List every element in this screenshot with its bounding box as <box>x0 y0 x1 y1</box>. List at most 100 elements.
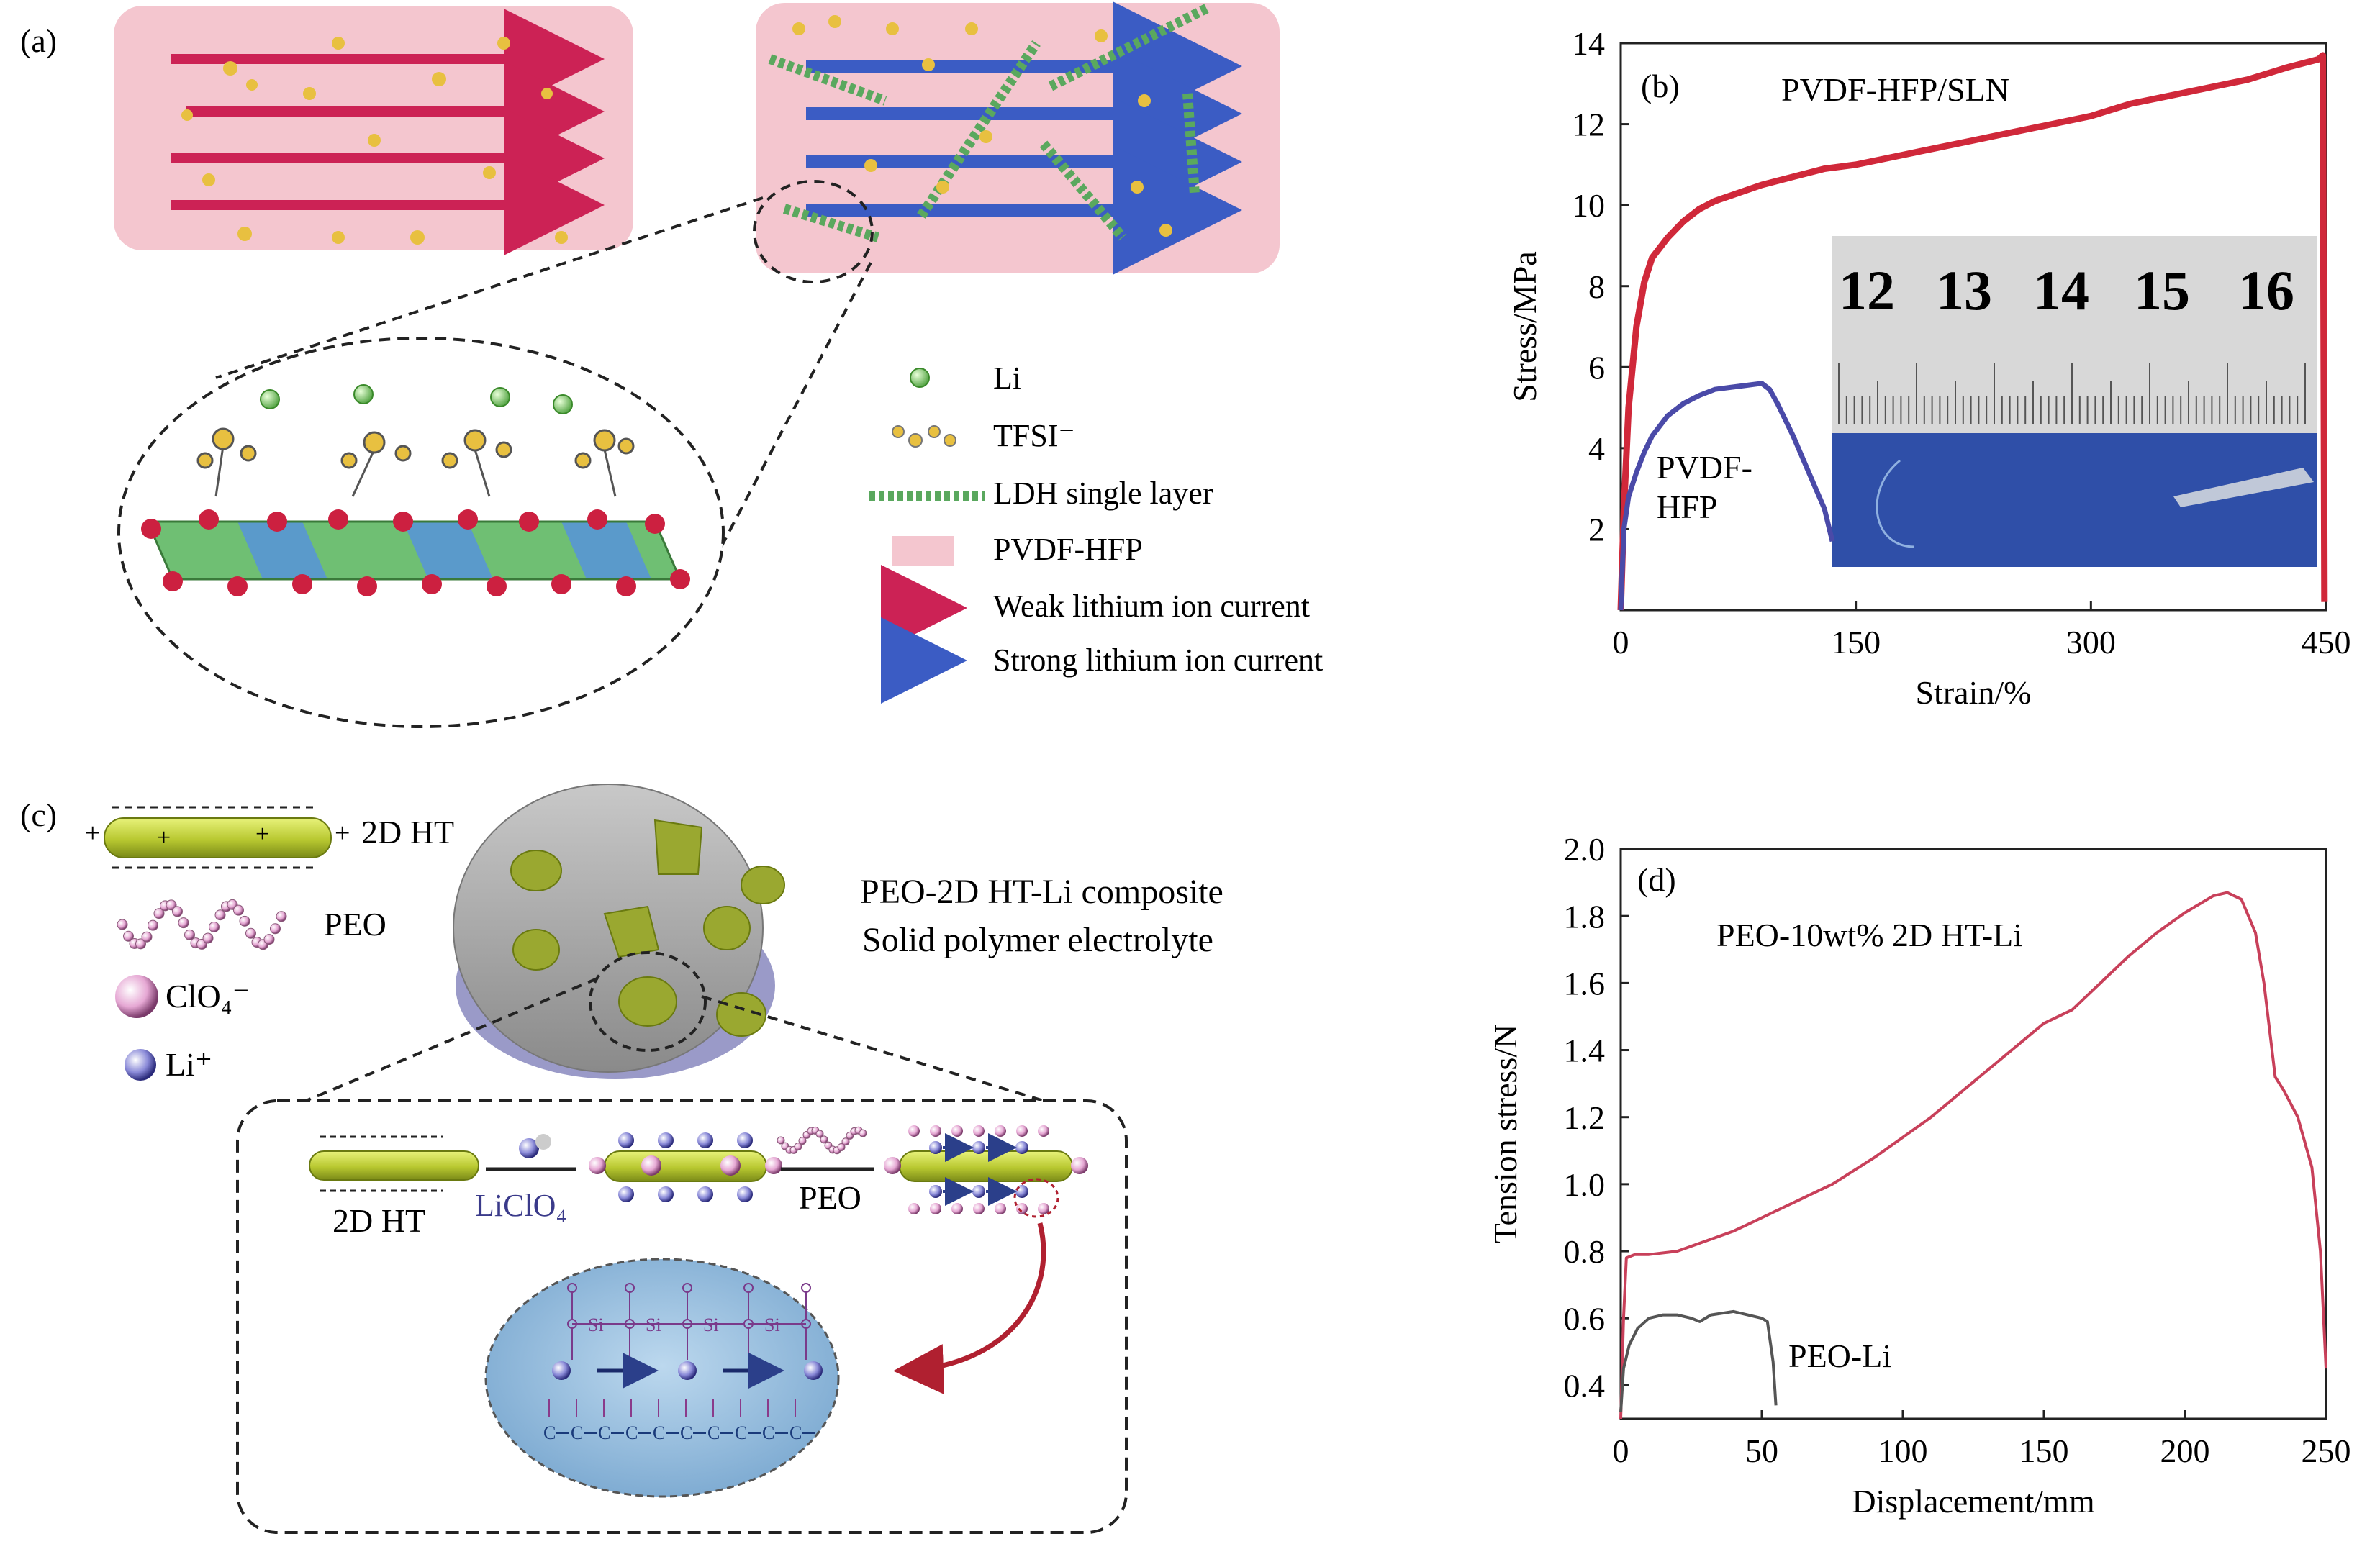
x-tick-label-d-5: 250 <box>2302 1432 2351 1469</box>
process-peo-chain-icon <box>777 1126 867 1155</box>
peo-legend-bead-26 <box>276 911 287 922</box>
ruler-photo-sample-edge <box>1876 459 1915 548</box>
y-tick-label-d-4: 1.2 <box>1564 1099 1606 1136</box>
carbon-atom-7: C <box>735 1422 747 1443</box>
annotation-d-0: PEO-10wt% 2D HT-Li <box>1716 917 2022 953</box>
y-tick-label-d-5: 1.4 <box>1564 1032 1606 1069</box>
oxygen-top-4 <box>801 1283 811 1293</box>
carbon-atom-0: C <box>543 1422 556 1443</box>
legend-c-peo: PEO <box>324 906 386 943</box>
carbon-atom-6: C <box>707 1422 720 1443</box>
li-ions-oval <box>260 384 573 414</box>
ruler-photo-clamp <box>2173 468 2314 507</box>
ruler-number-12: 12 <box>1839 259 1895 322</box>
oxygen-top-3 <box>743 1283 754 1293</box>
clo4-ball-icon <box>115 975 158 1018</box>
legend-a-weak: Weak lithium ion current <box>993 589 1310 624</box>
carbon-atom-5: C <box>680 1422 692 1443</box>
annotation-b-0: PVDF-HFP/SLN <box>1781 71 2009 108</box>
series-line-d-1 <box>1619 1309 1778 1412</box>
y-tick-label-d-2: 0.8 <box>1564 1233 1606 1270</box>
panel-c: (c) ++ ++ 2D HT PEO ClO₄⁻ Li⁺ <box>20 784 1223 1534</box>
licl04-pair-icon <box>519 1134 551 1158</box>
zoom-line-c-left <box>305 977 598 1102</box>
pvdf-film-right <box>756 3 1280 273</box>
x-tick-label-b-3: 450 <box>2302 624 2351 660</box>
composite-disk <box>453 784 785 1079</box>
carbon-atom-8: C <box>762 1422 774 1443</box>
peo-legend-bead-21 <box>245 927 256 939</box>
peo-legend-bead-15 <box>209 921 220 932</box>
li-ball-icon <box>125 1049 156 1081</box>
carbon-atom-2: C <box>598 1422 610 1443</box>
li-dot-icon <box>910 368 930 388</box>
process-ht-rod <box>309 1135 479 1192</box>
pvdf-swatch-icon <box>892 536 954 566</box>
legend-c-clo4: ClO₄⁻ <box>166 978 250 1014</box>
series-line-b-1 <box>1618 381 1835 611</box>
ruler-number-15: 15 <box>2134 259 2190 322</box>
ht-rod-icon: ++ ++ <box>85 806 350 869</box>
composite-title-line2: Solid polymer electrolyte <box>862 921 1213 959</box>
peo-process-bead-9 <box>815 1130 824 1138</box>
peo-legend-bead-16 <box>214 909 226 921</box>
y-tick-label-b-6: 14 <box>1572 25 1605 62</box>
plot-frame-d <box>1619 848 2327 1420</box>
peo-legend-bead-19 <box>233 904 244 916</box>
composite-title-line1: PEO-2D HT-Li composite <box>860 873 1223 911</box>
y-tick-label-d-6: 1.6 <box>1564 965 1606 1002</box>
peo-legend-bead-11 <box>184 929 195 940</box>
carbon-atom-3: C <box>625 1422 638 1443</box>
carbon-atom-9: C <box>789 1422 802 1443</box>
y-tick-label-d-1: 0.6 <box>1564 1300 1606 1337</box>
x-tick-label-b-2: 300 <box>2066 624 2116 660</box>
peo-chain-icon <box>117 899 287 950</box>
peo-legend-bead-6 <box>153 908 165 919</box>
panel-a: (a) <box>20 1 1323 728</box>
panel-a-label: (a) <box>20 22 57 59</box>
zoom-line-left <box>215 196 764 379</box>
zoom-circle-small <box>753 180 874 283</box>
y-axis-label-b: Stress/MPa <box>1506 251 1543 402</box>
legend-a-li: Li <box>993 360 1021 396</box>
legend-a-strong: Strong lithium ion current <box>993 642 1323 678</box>
zoom-curved-arrow <box>893 1222 1046 1395</box>
zoom-line-c-right <box>701 995 1044 1102</box>
x-tick-label-b-0: 0 <box>1613 624 1629 660</box>
peo-legend-bead-5 <box>148 919 158 931</box>
x-tick-label-d-3: 150 <box>2019 1432 2069 1469</box>
y-tick-label-b-3: 8 <box>1588 268 1605 305</box>
pvdf-film-left <box>114 6 633 250</box>
peo-process-bead-10 <box>820 1135 828 1144</box>
legend-a-ldh: LDH single layer <box>993 476 1213 511</box>
peo-process-bead-19 <box>859 1129 867 1137</box>
zoom-circle-disk <box>589 951 707 1052</box>
step-label-peo: PEO <box>799 1179 861 1216</box>
y-tick-label-d-7: 1.8 <box>1564 898 1606 935</box>
peo-legend-bead-14 <box>202 932 214 944</box>
peo-legend-bead-20 <box>239 915 250 927</box>
peo-process-bead-4 <box>794 1143 802 1151</box>
ldh-layers-in-film <box>768 2 1212 242</box>
hydroxyl-groups <box>141 509 690 596</box>
legend-a-pvdf: PVDF-HFP <box>993 532 1143 567</box>
oxygen-top-2 <box>682 1283 692 1293</box>
legend-a-tfsi: TFSI⁻ <box>993 418 1075 453</box>
zoom-line-right <box>689 262 872 605</box>
tfsi-molecules-left <box>181 37 568 245</box>
y-tick-label-b-2: 6 <box>1588 349 1605 386</box>
panel-b-label: (b) <box>1641 68 1680 104</box>
process-final-rod <box>884 1125 1088 1218</box>
tfsi-anchored <box>196 427 635 497</box>
legend-c-2dht: 2D HT <box>361 814 454 850</box>
y-tick-label-b-1: 4 <box>1588 430 1605 467</box>
x-tick-label-d-2: 100 <box>1878 1432 1928 1469</box>
panel-d-label: (d) <box>1637 861 1676 898</box>
annotation-d-1: PEO-Li <box>1788 1338 1891 1374</box>
peo-process-bead-5 <box>798 1137 807 1145</box>
step-label-liclo4: LiClO₄ <box>475 1188 567 1223</box>
